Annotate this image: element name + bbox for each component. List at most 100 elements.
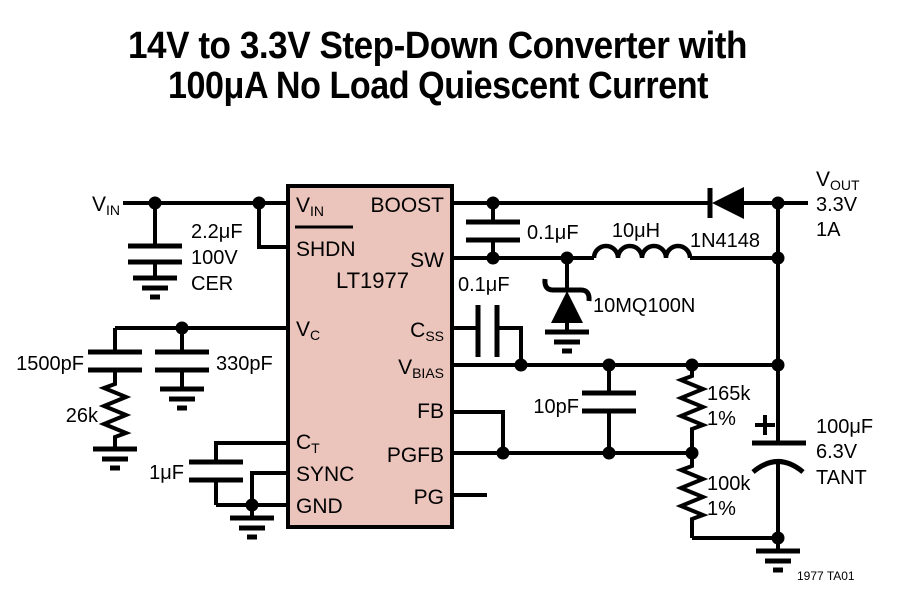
ic-body-lt1977 — [286, 184, 454, 529]
input-cap-value: 2.2μF — [191, 221, 243, 243]
pin-ct-main: C — [296, 431, 311, 454]
ground-ic-gnd — [230, 515, 274, 540]
junction-dot — [560, 251, 574, 265]
vout-net-sub: OUT — [830, 177, 860, 193]
boost-diode-part: 1N4148 — [690, 230, 760, 252]
pin-label-ct: CT — [296, 431, 320, 456]
input-cap-type: CER — [191, 273, 233, 295]
junction-dot — [496, 446, 510, 460]
resistor-100k-value: 100k — [707, 473, 751, 495]
boost-cap-value: 0.1μF — [527, 222, 579, 244]
ground-26k — [93, 446, 137, 471]
pin-vc-sub: C — [310, 327, 320, 343]
pin-label-boost: BOOST — [370, 194, 444, 217]
pin-label-pgfb: PGFB — [387, 444, 444, 467]
pin-label-sync: SYNC — [296, 463, 354, 486]
vin-net-main: V — [92, 193, 106, 216]
junction-dot — [148, 196, 162, 210]
pin-label-vbias: VBIAS — [398, 356, 444, 381]
pin-css-sub: SS — [425, 328, 444, 344]
catch-diode-part: 10MQ100N — [593, 295, 695, 317]
pin-vin-main: V — [296, 194, 310, 217]
cap-330pf-value: 330pF — [216, 353, 273, 375]
wire-ct — [214, 441, 288, 462]
cap-1500pf-value: 1500pF — [16, 353, 84, 375]
pin-vbias-main: V — [398, 356, 412, 379]
junction-dot — [771, 358, 785, 372]
ground-output — [756, 548, 800, 573]
junction-dot — [771, 251, 785, 265]
output-capacitor-symbol — [751, 415, 806, 474]
boost-diode-symbol — [707, 187, 744, 219]
vin-net-label: VIN — [92, 193, 120, 218]
junction-dot — [486, 196, 500, 210]
cap-1uf-value: 1μF — [149, 462, 184, 484]
resistor-165k-value: 165k — [707, 383, 751, 405]
vout-net-main: V — [816, 168, 830, 191]
output-cap-value: 100μF — [816, 416, 873, 438]
pin-ct-sub: T — [311, 440, 320, 456]
pin-label-pg: PG — [414, 486, 444, 509]
pin-label-css: CSS — [410, 319, 444, 344]
resistor-26k-symbol — [98, 370, 132, 449]
wire-fb — [452, 410, 505, 453]
ground-330pf — [160, 386, 204, 411]
catch-diode-symbol — [542, 278, 592, 323]
resistor-26k-value: 26k — [66, 405, 99, 427]
ground-input-cap — [133, 275, 177, 300]
junction-dot — [602, 446, 616, 460]
resistor-165k-symbol — [675, 365, 709, 453]
boost-capacitor-symbol — [466, 219, 520, 243]
pin-label-gnd: GND — [296, 495, 343, 518]
resistor-100k-symbol — [675, 453, 709, 538]
pin-vin-sub: IN — [310, 203, 324, 219]
junction-dot — [175, 321, 189, 335]
pin-label-sw: SW — [410, 249, 444, 272]
cap-10pf-symbol — [582, 390, 636, 414]
plus-sign — [755, 415, 775, 435]
junction-dot — [245, 498, 259, 512]
input-capacitor-symbol — [128, 243, 182, 265]
output-cap-voltage: 6.3V — [816, 441, 858, 463]
pin-css-main: C — [410, 319, 425, 342]
cap-1500pf-symbol — [88, 349, 142, 373]
vin-net-sub: IN — [106, 202, 120, 218]
inductor-value: 10μH — [612, 220, 660, 242]
resistor-100k-tolerance: 1% — [707, 498, 736, 520]
title-line-1: 14V to 3.3V Step-Down Converter with — [128, 25, 747, 67]
cap-330pf-symbol — [155, 349, 209, 373]
cap-css-symbol — [475, 305, 500, 357]
pin-label-vin: VIN — [296, 194, 324, 219]
ic-part-number: LT1977 — [336, 268, 409, 293]
cap-10pf-value: 10pF — [533, 396, 579, 418]
wire-sync — [250, 471, 288, 505]
pin-vbias-sub: BIAS — [412, 365, 444, 381]
ground-catch-diode — [545, 329, 589, 354]
figure-reference: 1977 TA01 — [797, 569, 855, 583]
pin-label-fb: FB — [417, 400, 444, 423]
junction-dot — [771, 196, 785, 210]
wire-shdn — [257, 203, 288, 249]
css-cap-value: 0.1μF — [458, 274, 510, 296]
inductor-symbol — [591, 243, 693, 259]
junction-dots — [148, 196, 785, 545]
junction-dot — [514, 358, 528, 372]
pin-label-shdn: SHDN — [296, 238, 356, 261]
wire-css-right — [497, 326, 523, 365]
junction-dot — [486, 251, 500, 265]
vout-voltage-label: 3.3V — [816, 194, 858, 216]
junction-dot — [685, 446, 699, 460]
vout-net-label: VOUT — [816, 168, 860, 193]
pin-label-vc: VC — [296, 318, 320, 343]
vout-current-label: 1A — [816, 219, 841, 241]
junction-dot — [685, 358, 699, 372]
junction-dot — [771, 531, 785, 545]
resistor-165k-tolerance: 1% — [707, 408, 736, 430]
junction-dot — [252, 196, 266, 210]
output-cap-type: TANT — [816, 467, 867, 489]
pin-vc-main: V — [296, 318, 310, 341]
junction-dot — [602, 358, 616, 372]
input-cap-voltage: 100V — [191, 247, 238, 269]
